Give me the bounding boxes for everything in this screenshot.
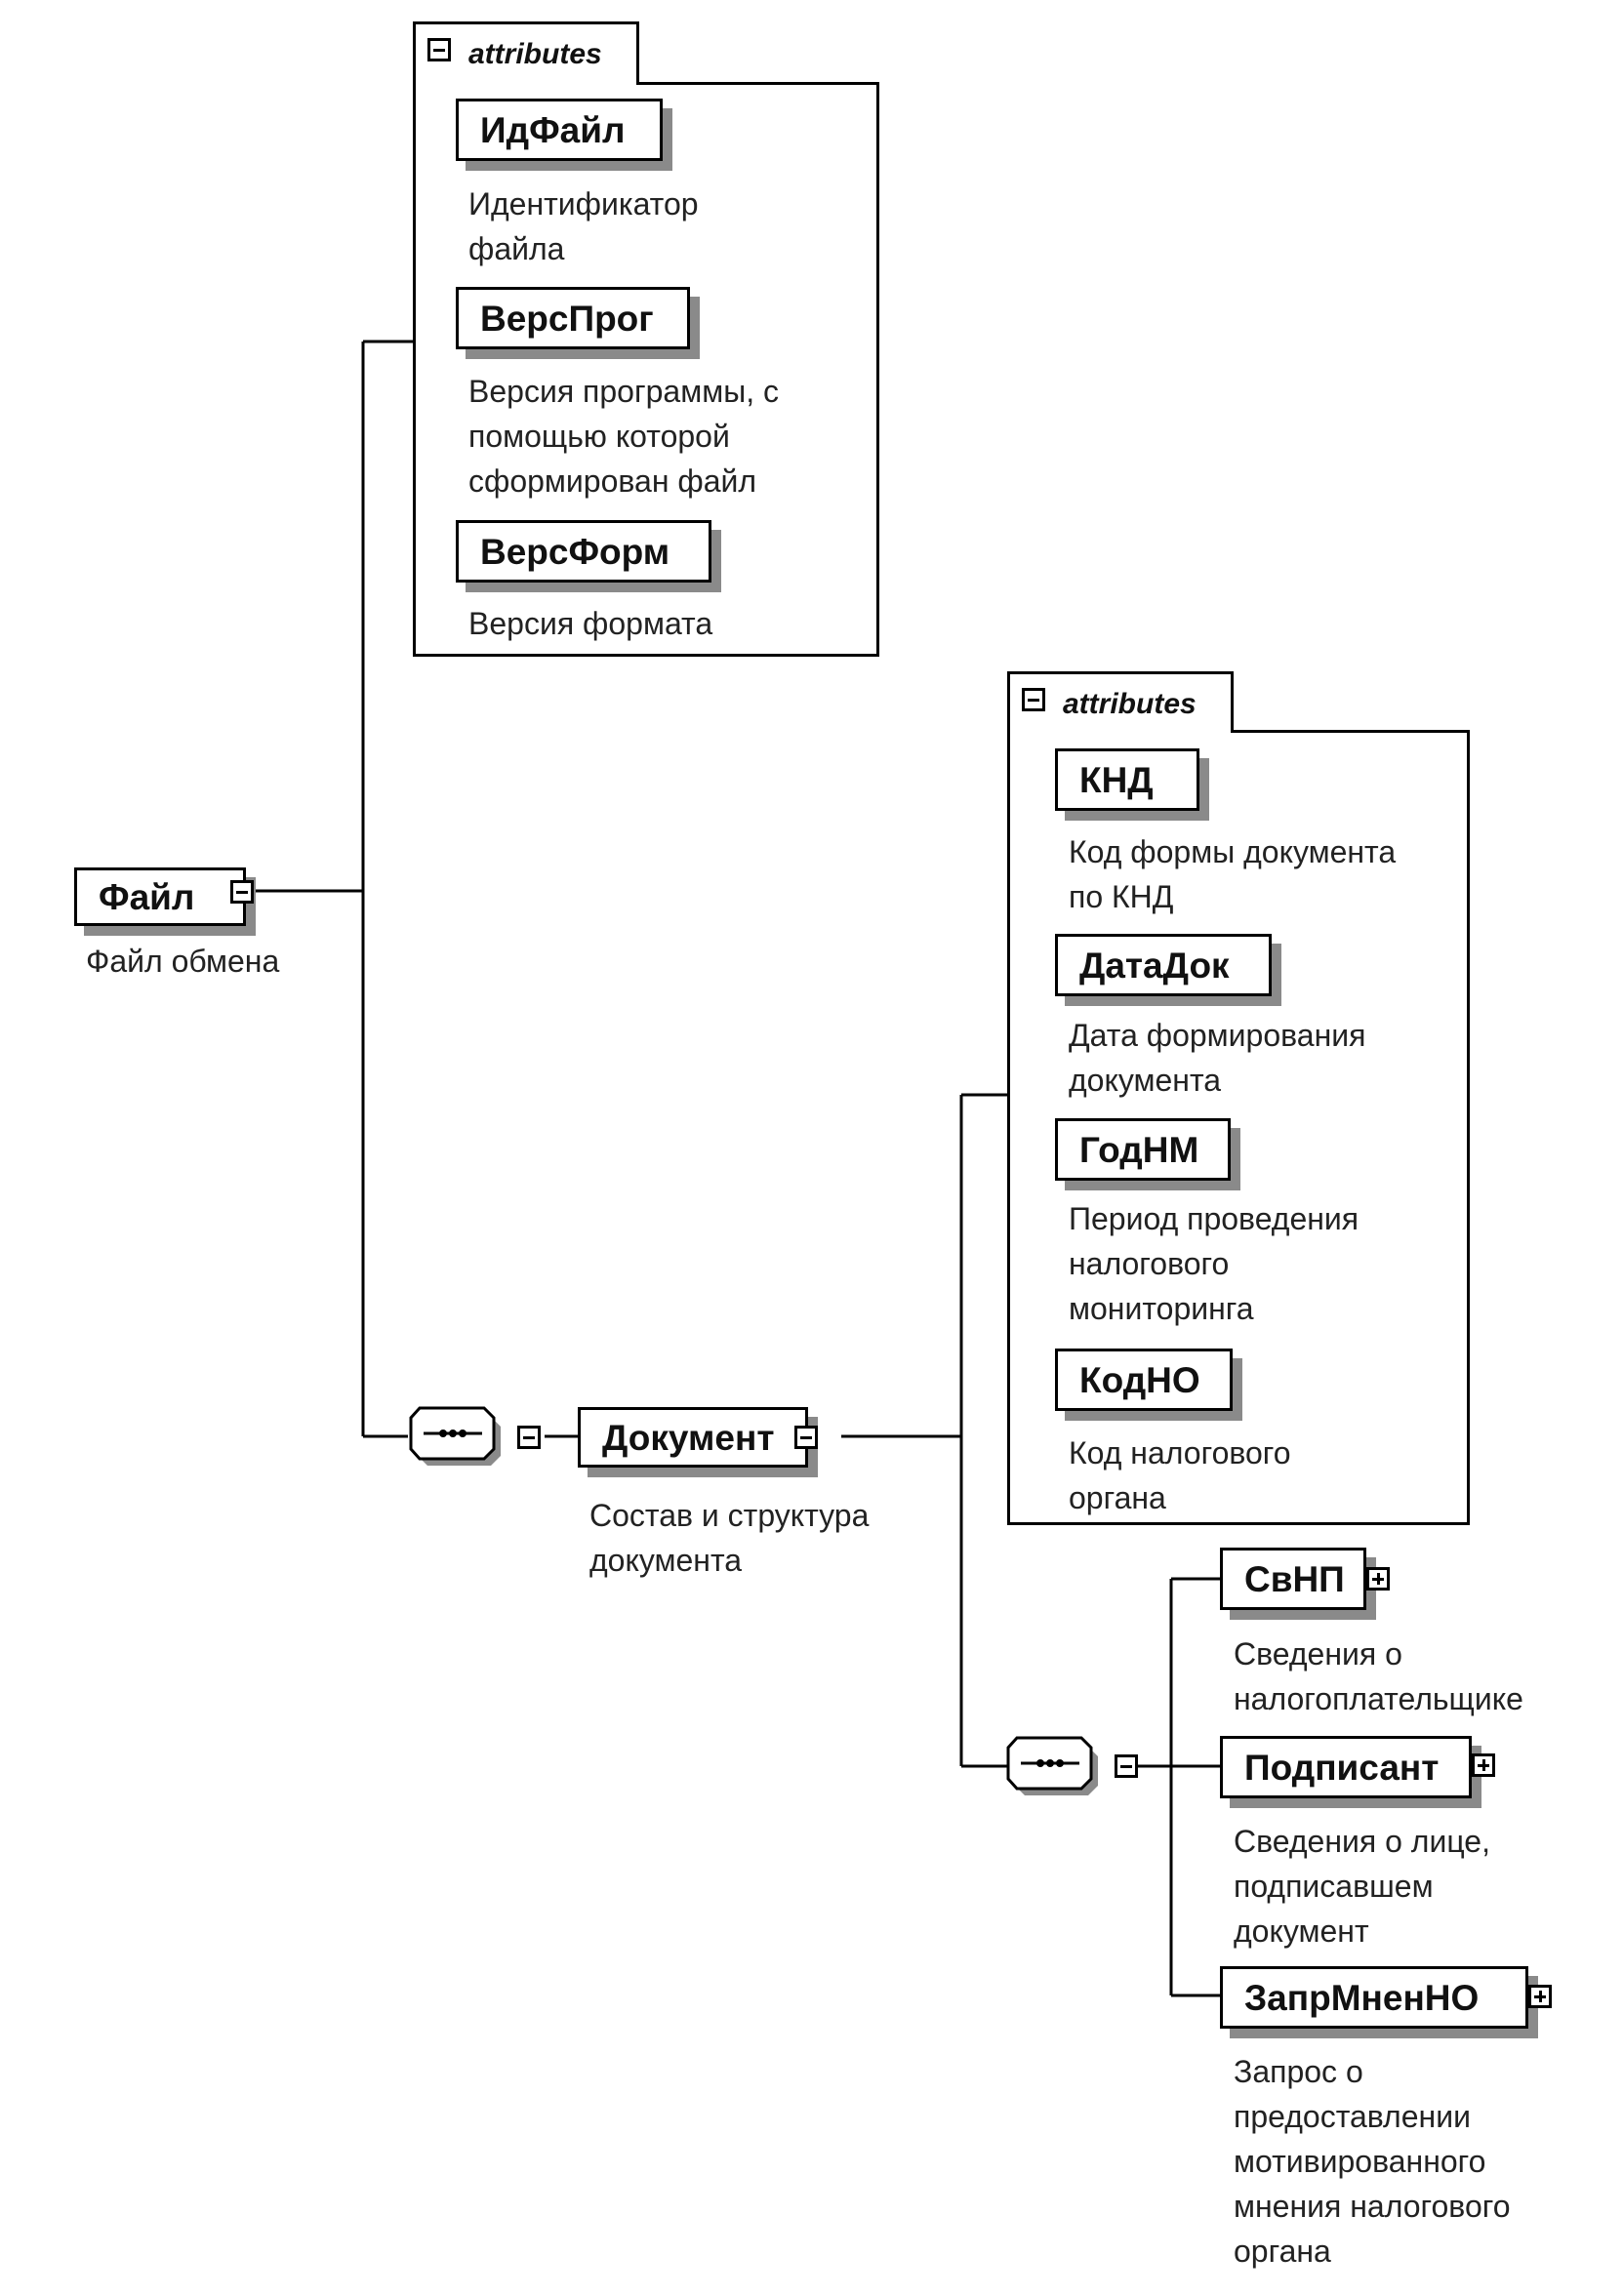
minus-box-icon[interactable] [427, 38, 451, 61]
attribute-description: Дата формирования документа [1069, 1018, 1366, 1098]
attribute-box[interactable]: ДатаДок [1055, 934, 1272, 996]
root-element-description: Файл обмена [86, 944, 280, 979]
plus-box-icon[interactable] [1366, 1567, 1390, 1591]
attribute-description: Код налогового органа [1069, 1435, 1291, 1515]
root-attributes-tab[interactable]: attributes [413, 21, 639, 84]
attribute-description: Период проведения налогового мониторинга [1069, 1201, 1359, 1326]
plus-box-icon[interactable] [1472, 1753, 1495, 1777]
document-element-box[interactable]: Документ [578, 1407, 808, 1468]
attribute-box[interactable]: ИдФайл [456, 99, 663, 161]
root-attributes-panel-top [636, 82, 879, 85]
minus-box-icon[interactable] [230, 880, 254, 904]
sequence-compositor-icon[interactable] [408, 1405, 515, 1470]
attribute-description: Версия программы, с помощью которой сфор… [468, 374, 779, 499]
document-element-name: Документ [602, 1417, 775, 1458]
child-element-box[interactable]: Подписант [1220, 1736, 1472, 1798]
attribute-box[interactable]: ГодНМ [1055, 1118, 1231, 1181]
attributes-tab-label: attributes [1063, 687, 1197, 720]
child-element-description: Сведения о лице, подписавшем документ [1234, 1824, 1490, 1949]
attribute-box[interactable]: КодНО [1055, 1349, 1233, 1411]
document-attributes-tab[interactable]: attributes [1007, 671, 1234, 734]
minus-box-icon[interactable] [794, 1426, 818, 1449]
attribute-box[interactable]: ВерсФорм [456, 520, 711, 583]
attributes-tab-label: attributes [468, 37, 602, 70]
plus-box-icon[interactable] [1528, 1985, 1552, 2008]
document-attributes-panel-top [1231, 730, 1470, 733]
child-element-box[interactable]: СвНП [1220, 1548, 1366, 1610]
attribute-description: Идентификатор файла [468, 186, 699, 266]
root-element-box[interactable]: Файл [74, 867, 246, 926]
child-element-box[interactable]: ЗапрМненНО [1220, 1966, 1528, 2029]
sequence-compositor-icon[interactable] [1005, 1735, 1113, 1799]
attribute-description: Версия формата [468, 606, 713, 641]
attribute-description: Код формы документа по КНД [1069, 834, 1397, 914]
minus-box-icon[interactable] [517, 1426, 541, 1449]
minus-box-icon[interactable] [1022, 688, 1045, 711]
minus-box-icon[interactable] [1115, 1754, 1138, 1778]
attribute-box[interactable]: КНД [1055, 748, 1199, 811]
child-element-description: Запрос о предоставлении мотивированного … [1234, 2054, 1511, 2269]
attribute-box[interactable]: ВерсПрог [456, 287, 690, 349]
root-element-name: Файл [99, 876, 195, 917]
child-element-description: Сведения о налогоплательщике [1234, 1636, 1523, 1716]
document-element-description: Состав и структура документа [589, 1498, 870, 1578]
